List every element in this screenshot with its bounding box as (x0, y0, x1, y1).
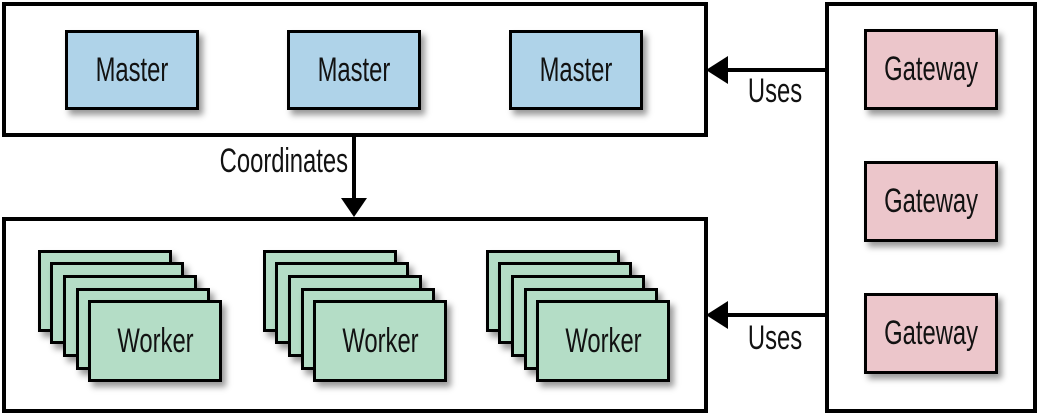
master-label: Master (317, 50, 391, 89)
arrow-left-icon (706, 301, 728, 329)
worker-stack: Worker (38, 250, 226, 386)
worker-label: Worker (116, 321, 194, 360)
gateway-label: Gateway (884, 314, 978, 352)
master-label: Master (95, 50, 169, 89)
gateway-label: Gateway (884, 182, 978, 220)
worker-node: Worker (536, 300, 670, 382)
worker-stack: Worker (486, 250, 674, 386)
arrow-left-icon (706, 56, 728, 84)
arrow-down-icon (341, 198, 367, 217)
gateway-node: Gateway (864, 29, 998, 110)
uses-edge-label-bottom: Uses (747, 319, 803, 357)
gateway-node: Gateway (864, 161, 998, 242)
coordinates-edge-label: Coordinates (219, 142, 348, 180)
coordinates-arrow (352, 137, 356, 199)
worker-stack: Worker (263, 250, 451, 386)
master-node: Master (287, 30, 421, 110)
master-node: Master (509, 30, 643, 110)
gateway-label: Gateway (884, 50, 978, 88)
worker-label: Worker (564, 321, 642, 360)
uses-edge-label-top: Uses (747, 72, 803, 110)
worker-node: Worker (88, 300, 222, 382)
worker-label: Worker (341, 321, 419, 360)
uses-arrow-top (724, 68, 827, 72)
uses-arrow-bottom (724, 313, 827, 317)
master-label: Master (539, 50, 613, 89)
gateway-node: Gateway (864, 293, 998, 374)
worker-node: Worker (313, 300, 447, 382)
master-node: Master (65, 30, 199, 110)
